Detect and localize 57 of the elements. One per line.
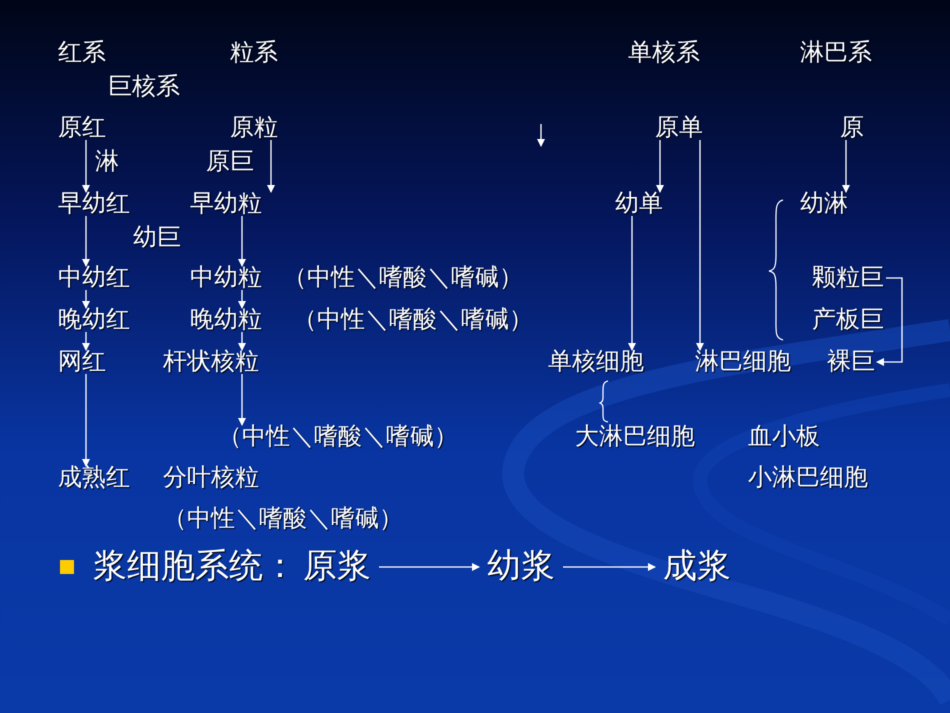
arrow [238, 332, 246, 351]
arrow [267, 140, 275, 193]
cell-stage-label: 早幼粒 [190, 190, 262, 218]
lineage-heading: 红系 [58, 39, 106, 67]
cell-stage-label: 幼浆 [487, 547, 555, 587]
text-label: 浆细胞系统： [93, 547, 297, 587]
cell-stage-label: 原单 [655, 114, 703, 142]
lineage-heading: 淋巴系 [800, 39, 872, 67]
arrow [696, 140, 704, 351]
cell-stage-label: 晚幼粒 [190, 306, 262, 334]
cell-stage-label: 颗粒巨 [812, 264, 884, 292]
cell-stage-label: 中幼红 [58, 264, 130, 292]
cell-stage-label: 中幼粒 [190, 264, 262, 292]
cell-stage-label: 幼单 [615, 190, 663, 218]
text-label: 幼巨 [133, 224, 181, 252]
cell-stage-label: 杆状核粒 [163, 348, 259, 376]
arrow [842, 140, 850, 193]
cell-stage-label: （中性＼嗜酸＼嗜碱） [218, 423, 458, 451]
arrow [82, 290, 90, 309]
arrow [876, 277, 903, 366]
text-label: 小淋巴细胞 [748, 464, 868, 492]
text-label: （中性＼嗜酸＼嗜碱） [163, 505, 403, 533]
cell-stage-label: 原浆 [303, 547, 371, 587]
arrow [238, 216, 246, 267]
lineage-heading: 巨核系 [108, 73, 180, 101]
text-label: （中性＼嗜酸＼嗜碱） [293, 306, 533, 334]
arrow [628, 216, 636, 351]
text-label: 大淋巴细胞 [575, 423, 695, 451]
cell-stage-label: 原 [840, 114, 864, 142]
arrow [656, 140, 664, 193]
cell-stage-label: 原红 [58, 114, 106, 142]
lineage-heading: 粒系 [230, 39, 278, 67]
cell-stage-label: 成浆 [663, 547, 731, 587]
arrow [82, 140, 90, 193]
arrow [82, 332, 90, 351]
arrow [563, 563, 656, 571]
cell-stage-label: 产板巨 [812, 306, 884, 334]
arrow [238, 374, 246, 426]
arrow [82, 374, 90, 467]
cell-stage-label: 早幼红 [58, 190, 130, 218]
text-label: 原巨 [206, 148, 254, 176]
cell-stage-label: 单核细胞 [548, 348, 644, 376]
cell-stage-label: 原粒 [230, 114, 278, 142]
arrow [379, 563, 480, 571]
lineage-heading: 单核系 [628, 39, 700, 67]
text-label: （中性＼嗜酸＼嗜碱） [283, 264, 523, 292]
text-label: 血小板 [748, 423, 820, 451]
cell-stage-label: 晚幼红 [58, 306, 130, 334]
cell-stage-label: 裸巨 [827, 348, 875, 376]
cell-stage-label: 分叶核粒 [163, 464, 259, 492]
cell-stage-label: 成熟红 [58, 464, 130, 492]
cell-stage-label: 网红 [58, 348, 106, 376]
arrow [82, 216, 90, 267]
arrow [238, 290, 246, 309]
cell-stage-label: 幼淋 [800, 190, 848, 218]
text-label: 淋 [95, 148, 119, 176]
cell-stage-label: 淋巴细胞 [695, 348, 791, 376]
